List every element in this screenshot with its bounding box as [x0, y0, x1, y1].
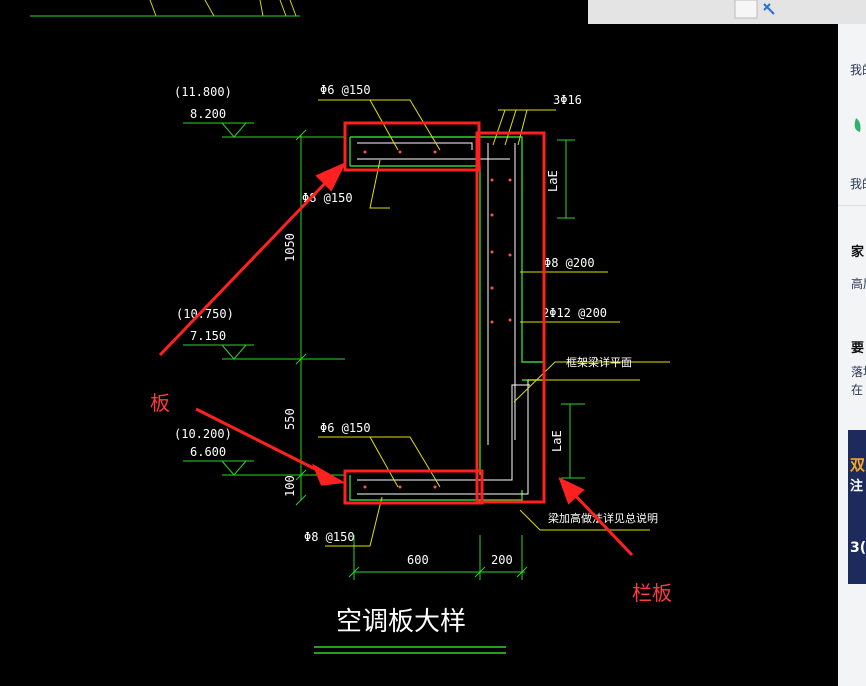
dim-600: 600 — [407, 553, 429, 567]
leaf-icon — [854, 118, 861, 132]
sidebar-frag-1: 我的 — [850, 62, 866, 77]
label-bottom-slab-bottom: Φ8 @150 — [304, 530, 355, 544]
leader-lines — [318, 99, 670, 547]
red-arrows — [158, 161, 634, 557]
sidebar-frag-3: 家 — [851, 244, 865, 260]
label-parapet-vert: 2Φ12 @200 — [542, 306, 607, 320]
title-underline — [314, 646, 506, 654]
box-top-slab — [343, 121, 481, 172]
note-beam-height: 梁加高做法详见总说明 — [548, 511, 658, 525]
arrow-head-2 — [311, 463, 346, 486]
dim-lae-top: LaE — [546, 170, 560, 192]
sidebar-frag-7: 在 — [851, 383, 863, 397]
dim-lae-bottom: LaE — [550, 430, 564, 452]
arrow-head-1 — [315, 161, 347, 192]
sidebar-frag-6: 落地 — [851, 365, 866, 379]
elev-2-upper: (10.750) — [176, 307, 234, 321]
sidebar-banner[interactable] — [848, 430, 866, 584]
label-parapet-top: 3Φ16 — [553, 93, 582, 107]
sidebar-frag-4: 高层 — [851, 276, 866, 291]
arrow-head-3 — [558, 477, 585, 505]
label-top-slab-top: Φ6 @150 — [320, 83, 371, 97]
sidebar-divider — [838, 205, 866, 206]
dim-1050: 1050 — [283, 233, 297, 262]
note-frame-beam: 框架梁详平面 — [566, 355, 632, 369]
label-parapet: 栏板 — [632, 581, 672, 605]
elev-3-lower: 6.600 — [190, 445, 226, 459]
drawing-title: 空调板大样 — [336, 607, 466, 637]
elev-1-lower: 8.200 — [190, 107, 226, 121]
dim-550: 550 — [283, 408, 297, 430]
dim-200: 200 — [491, 553, 513, 567]
label-bottom-slab-top: Φ6 @150 — [320, 421, 371, 435]
elev-1-upper: (11.800) — [174, 85, 232, 99]
vertical-dimension-chain — [295, 129, 307, 506]
sidebar-top-strip — [588, 0, 866, 24]
sidebar-frag-9: 注 — [850, 478, 863, 494]
sidebar-frag-10: 3( — [850, 540, 866, 556]
elev-3-upper: (10.200) — [174, 427, 232, 441]
red-annotation-boxes — [343, 121, 546, 505]
sidebar-frag-2: 我的 — [850, 176, 866, 191]
rebar-lines — [357, 142, 530, 495]
label-slab: 板 — [150, 391, 170, 415]
box-parapet — [475, 131, 546, 504]
lae-dimensions — [557, 139, 585, 479]
sidebar-frag-8: 双 — [850, 456, 865, 474]
edit-icon — [763, 3, 775, 15]
dim-100: 100 — [283, 475, 297, 497]
elev-2-lower: 7.150 — [190, 329, 226, 343]
right-sidebar-panel: 我的 我的 家 高层 要 落地 在 双 注 3( — [588, 0, 866, 686]
sidebar-icon-box — [734, 0, 758, 19]
label-parapet-dist: Φ8 @200 — [544, 256, 595, 270]
sidebar-frag-5: 要 — [851, 341, 864, 356]
top-cutoff-lines — [30, 0, 300, 17]
box-bottom-slab — [343, 469, 484, 505]
rebar-dots — [363, 150, 512, 489]
horizontal-dimension-chain — [348, 535, 528, 580]
